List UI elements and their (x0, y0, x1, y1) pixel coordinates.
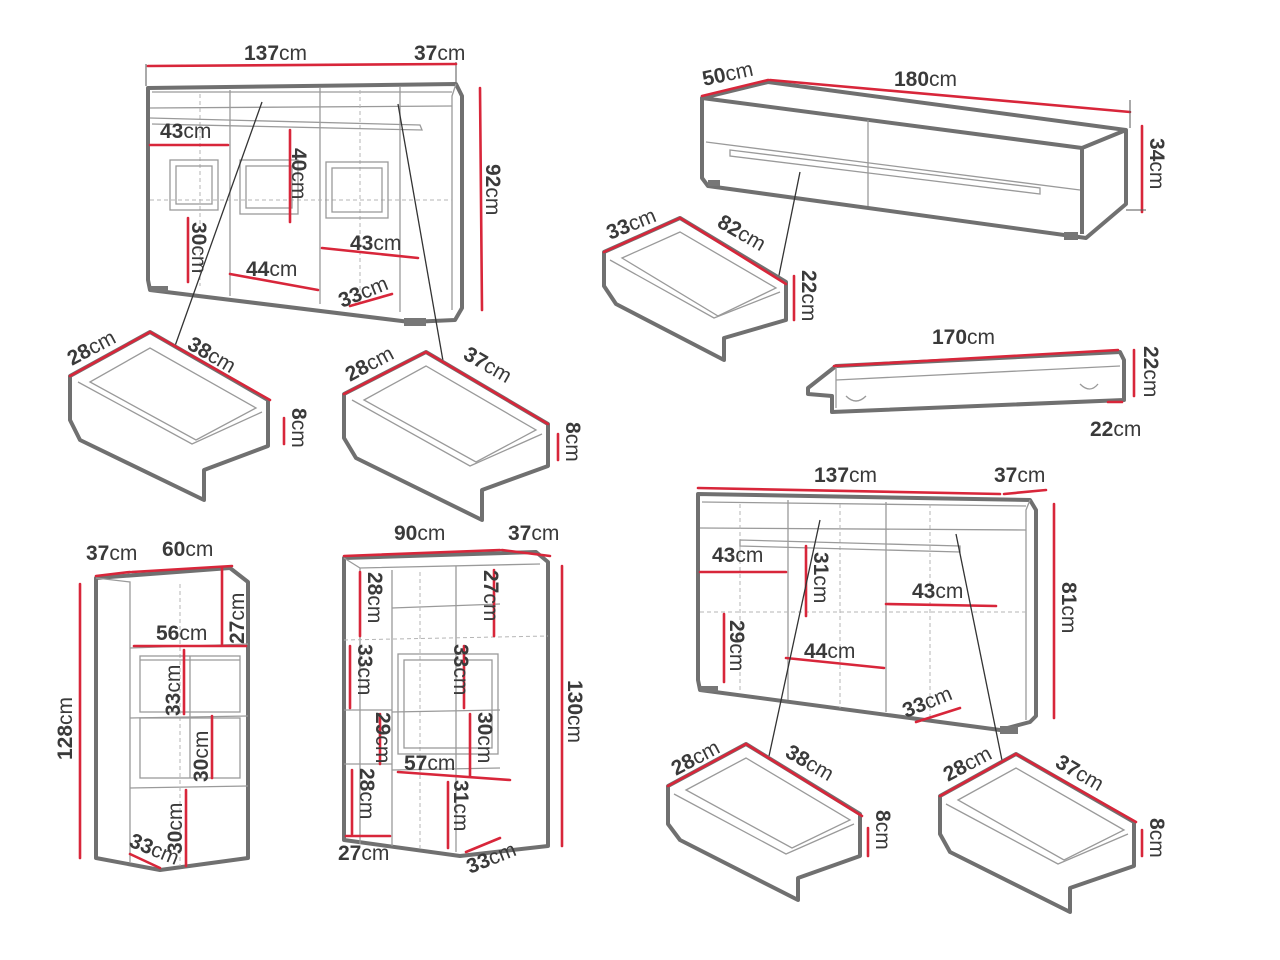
dim-label: 180cm (894, 68, 957, 91)
sideboard-2 (696, 486, 1056, 781)
dim-label: 40cm (287, 148, 310, 199)
dim-label: 27cm (338, 842, 389, 865)
dim-label: 28cm (363, 572, 386, 623)
dim-label: 43cm (160, 120, 211, 143)
dim-label: 34cm (1145, 138, 1168, 189)
dim-label: 30cm (190, 731, 213, 782)
dim-label: 92cm (481, 164, 504, 215)
drawer-2 (342, 350, 560, 522)
dim-label: 33cm (162, 665, 185, 716)
dim-label: 137cm (244, 42, 307, 65)
dim-label: 8cm (871, 810, 894, 850)
dim-label: 43cm (350, 232, 401, 255)
dim-label: 60cm (162, 538, 213, 561)
dim-label: 33cm (449, 644, 472, 695)
dim-label: 28cm (355, 768, 378, 819)
wall-shelf (806, 348, 1136, 414)
dim-label: 31cm (449, 780, 472, 831)
dim-label: 128cm (54, 697, 77, 760)
dim-label: 43cm (912, 580, 963, 603)
dim-label: 30cm (187, 222, 210, 273)
drawer-5 (938, 752, 1144, 914)
dim-label: 27cm (226, 593, 249, 644)
dim-label: 31cm (809, 552, 832, 603)
vitrine (78, 564, 250, 872)
dim-label: 170cm (932, 326, 995, 349)
dim-label: 81cm (1057, 582, 1080, 633)
dim-label: 90cm (394, 522, 445, 545)
dim-label: 29cm (725, 620, 748, 671)
dim-label: 137cm (814, 464, 877, 487)
drawer-4 (666, 742, 870, 902)
dim-label: 22cm (1090, 418, 1141, 441)
dim-label: 8cm (287, 408, 310, 448)
cabinet (342, 548, 564, 858)
dim-label: 37cm (86, 542, 137, 565)
dim-label: 37cm (414, 42, 465, 65)
dim-label: 37cm (994, 464, 1045, 487)
dim-label: 33cm (353, 644, 376, 695)
dim-label: 8cm (1145, 818, 1168, 858)
dim-label: 22cm (1139, 346, 1162, 397)
dim-label: 30cm (473, 712, 496, 763)
drawer-3 (602, 216, 796, 362)
dim-label: 30cm (164, 803, 187, 854)
dim-label: 37cm (508, 522, 559, 545)
dim-label: 50cm (700, 58, 755, 91)
sideboard-1 (145, 62, 484, 379)
dim-label: 29cm (371, 712, 394, 763)
dim-label: 43cm (712, 544, 763, 567)
dim-label: 56cm (156, 622, 207, 645)
drawer-1 (68, 330, 286, 502)
dim-label: 44cm (804, 640, 855, 663)
dim-label: 8cm (561, 422, 584, 462)
dim-label: 27cm (479, 570, 502, 621)
dim-label: 57cm (404, 752, 455, 775)
dim-label: 130cm (563, 680, 586, 743)
dim-label: 44cm (246, 258, 297, 281)
tv-stand (700, 78, 1146, 291)
dim-label: 22cm (797, 270, 820, 321)
